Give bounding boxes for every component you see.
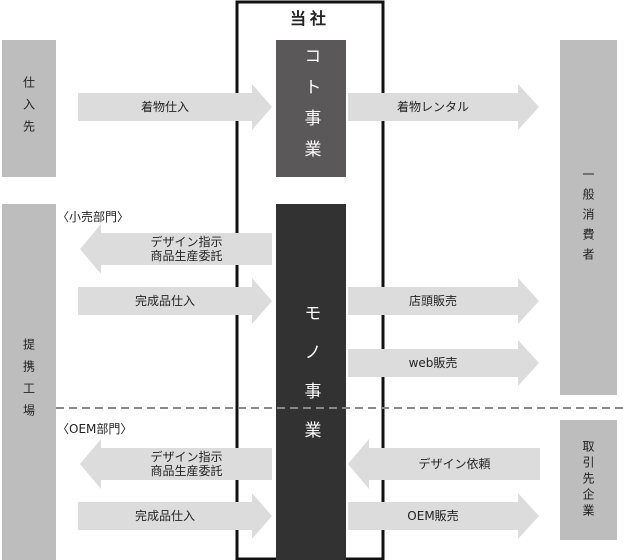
consumer-label: 一般消費者 <box>560 40 617 395</box>
koto-business-text: コト事業 <box>300 46 321 171</box>
retail-instruction-label: デザイン指示 商品生産委託 <box>101 235 272 263</box>
koto-business-label: コト事業 <box>276 40 346 177</box>
retail-instruction-line1: デザイン指示 <box>150 235 223 249</box>
supplier-text: 仕入先 <box>21 75 36 142</box>
arrow-kimono-rental <box>348 84 539 130</box>
factory-text: 提携工場 <box>21 338 36 426</box>
store-sales-label: 店頭販売 <box>408 294 457 308</box>
koto-business-box <box>276 40 346 177</box>
arrow-oem-design-request <box>348 439 540 489</box>
oem-instruction-line2: 商品生産委託 <box>150 464 223 478</box>
arrow-web-sales <box>348 340 539 386</box>
web-sales-label: web販売 <box>408 356 458 370</box>
retail-section-label: 〈小売部門〉 <box>57 210 130 224</box>
arrow-store-sales <box>348 278 539 324</box>
oem-sales-label: OEM販売 <box>407 509 459 523</box>
supplier-label: 仕入先 <box>2 40 56 177</box>
arrow-oem-product-purchase <box>78 493 272 539</box>
consumer-box <box>560 40 617 395</box>
retail-instruction-line2: 商品生産委託 <box>150 249 223 263</box>
oem-design-request-label: デザイン依頼 <box>418 457 491 471</box>
kimono-purchase-label: 着物仕入 <box>140 100 189 114</box>
factory-box <box>2 204 56 560</box>
retail-product-purchase-label: 完成品仕入 <box>134 294 195 308</box>
arrow-retail-product-purchase <box>78 278 272 324</box>
partner-text: 取引先企業 <box>581 440 595 520</box>
kimono-rental-label: 着物レンタル <box>396 100 469 114</box>
oem-instruction-line1: デザイン指示 <box>150 450 223 464</box>
supplier-box <box>2 40 56 177</box>
oem-instruction-label: デザイン指示 商品生産委託 <box>101 450 272 478</box>
mono-business-text: モノ事業 <box>300 304 321 460</box>
arrow-kimono-purchase <box>78 84 272 130</box>
mono-business-label: モノ事業 <box>276 204 346 560</box>
arrow-retail-instruction <box>80 224 272 274</box>
consumer-text: 一般消費者 <box>581 167 595 268</box>
oem-section-label: 〈OEM部門〉 <box>57 422 133 436</box>
partner-label: 取引先企業 <box>560 420 617 540</box>
oem-product-purchase-label: 完成品仕入 <box>134 509 195 523</box>
arrow-oem-instruction <box>80 439 272 489</box>
arrow-oem-sales <box>348 493 539 539</box>
partner-box <box>560 420 617 540</box>
mono-business-box <box>276 204 346 560</box>
company-title: 当社 <box>289 9 330 28</box>
factory-label: 提携工場 <box>2 204 56 560</box>
